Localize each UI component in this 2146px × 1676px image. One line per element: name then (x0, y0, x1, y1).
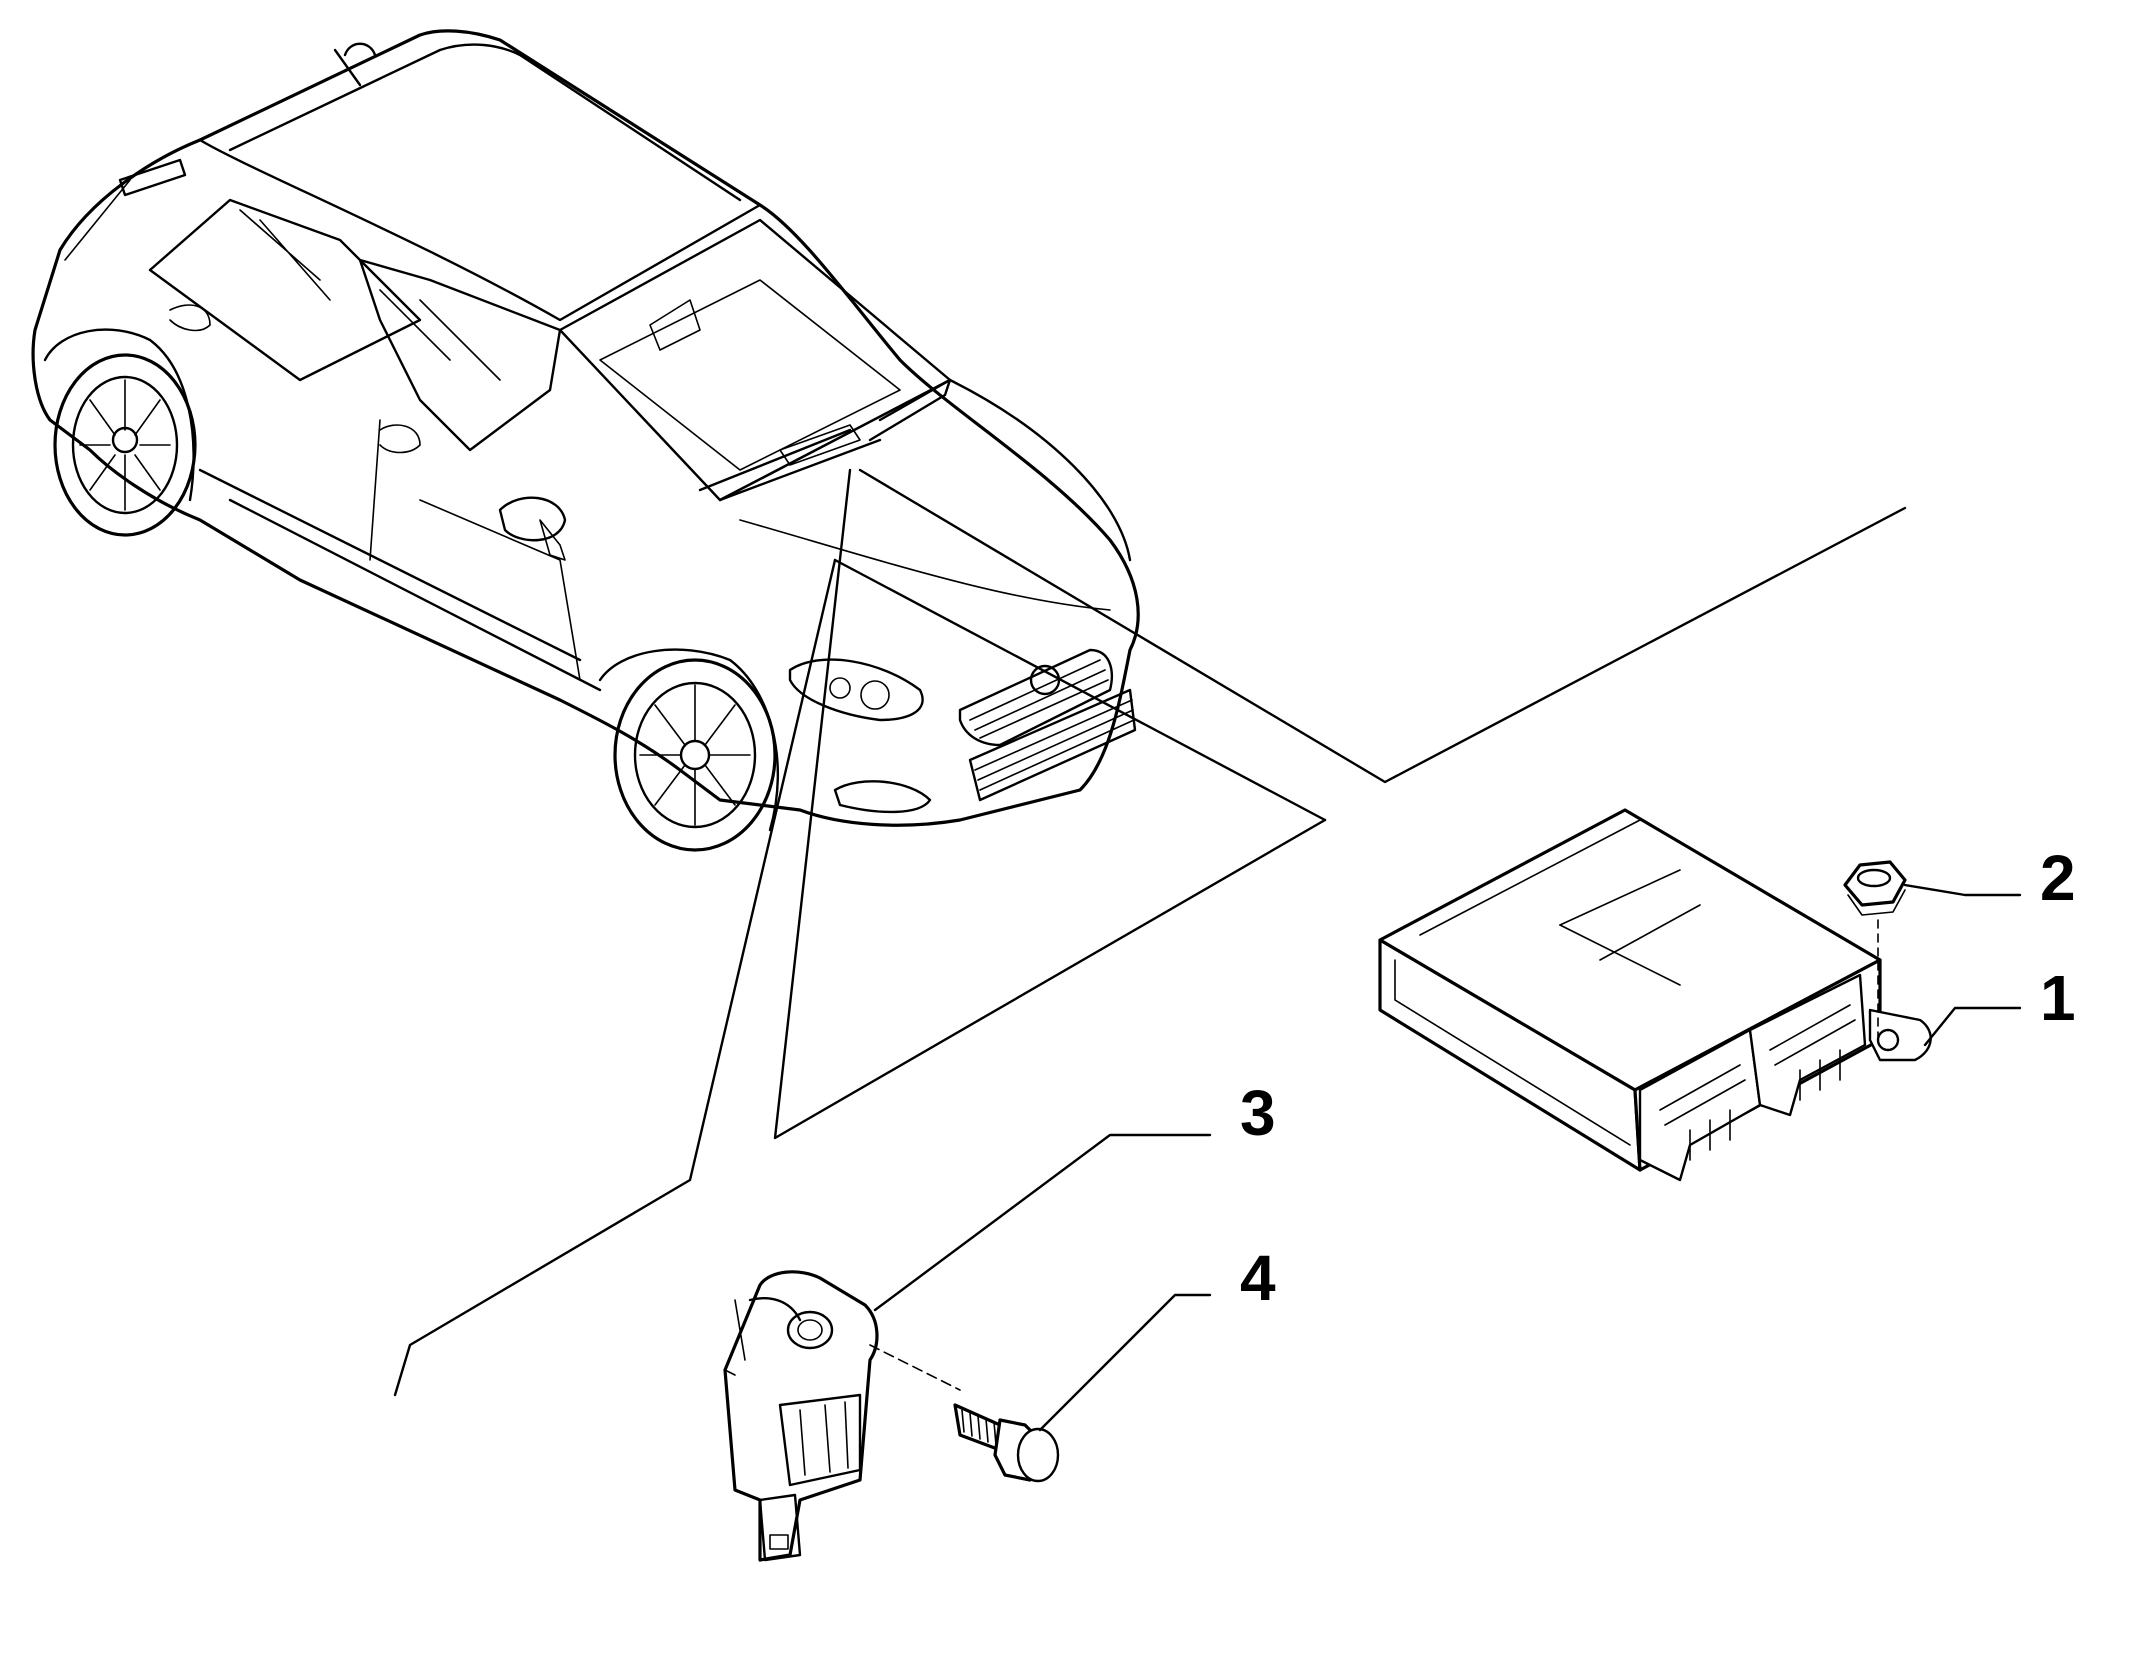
callout-2-leader (1903, 883, 2022, 897)
nut-drawing (1843, 860, 1907, 1041)
callout-4-label: 4 (1240, 1242, 1276, 1314)
callout-2: 2 (1903, 842, 2076, 914)
control-unit-drawing (1378, 808, 1932, 1182)
callout-1-label: 1 (2040, 962, 2076, 1034)
callout-1-leader (1923, 1006, 2022, 1047)
callout-2-label: 2 (2040, 842, 2076, 914)
leader-lines (393, 468, 1907, 1397)
callout-1: 1 (1923, 962, 2076, 1047)
callout-4-leader (1038, 1293, 1212, 1432)
bolt-drawing (953, 1403, 1060, 1483)
callout-3-leader (873, 1133, 1212, 1312)
callout-3-label: 3 (1240, 1077, 1276, 1149)
sensor-drawing (723, 1270, 961, 1562)
car-illustration (31, 29, 1140, 852)
callout-3: 3 (873, 1077, 1276, 1312)
callout-4: 4 (1038, 1242, 1276, 1432)
